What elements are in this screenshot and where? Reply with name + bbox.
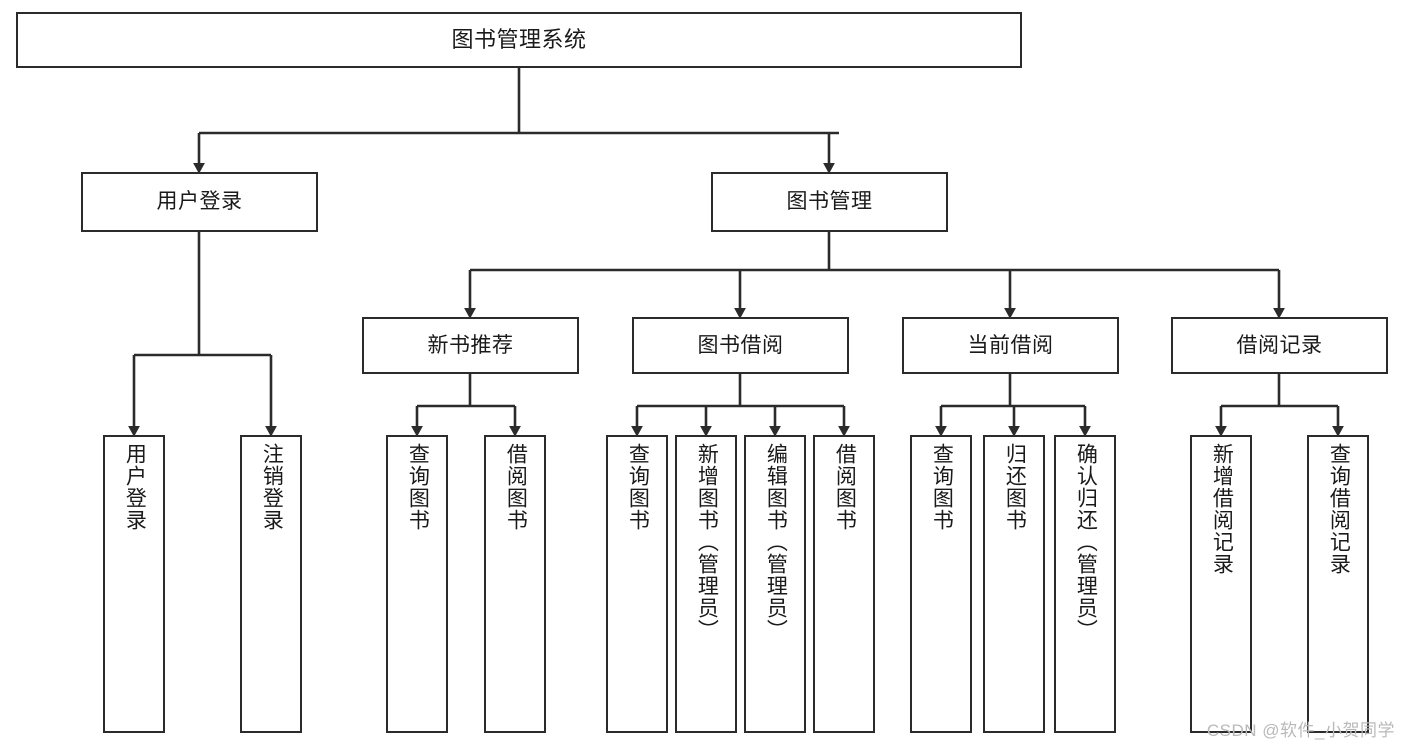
node-leaf-query-book-rec[interactable]: 查询图书 [386, 435, 448, 733]
node-leaf-return-book[interactable]: 归还图书 [983, 435, 1045, 733]
node-leaf-edit-book-admin[interactable]: 编辑图书（管理员） [744, 435, 806, 733]
node-leaf-return-book-label: 归还图书 [1003, 443, 1027, 531]
node-leaf-user-login[interactable]: 用户登录 [103, 435, 165, 733]
node-borrow-record-label: 借阅记录 [1236, 333, 1323, 357]
node-leaf-confirm-return-admin[interactable]: 确认归还（管理员） [1054, 435, 1116, 733]
node-leaf-logout-label: 注销登录 [260, 443, 284, 531]
node-root-label: 图书管理系统 [451, 26, 587, 52]
csdn-watermark: CSDN @软件_小贺同学 [1206, 721, 1395, 740]
node-leaf-user-login-label: 用户登录 [123, 443, 147, 531]
node-leaf-query-book-rec-label: 查询图书 [406, 443, 430, 531]
node-root[interactable]: 图书管理系统 [16, 12, 1022, 68]
node-leaf-add-borrow-record[interactable]: 新增借阅记录 [1190, 435, 1252, 733]
node-book-borrow-label: 图书借阅 [697, 333, 784, 357]
node-new-book-recommend-label: 新书推荐 [427, 333, 514, 357]
node-leaf-add-book-admin[interactable]: 新增图书（管理员） [675, 435, 737, 733]
node-leaf-query-borrow-record-label: 查询借阅记录 [1327, 443, 1351, 575]
node-book-borrow[interactable]: 图书借阅 [632, 317, 849, 374]
node-user-login[interactable]: 用户登录 [81, 172, 318, 232]
node-borrow-record[interactable]: 借阅记录 [1171, 317, 1388, 374]
node-leaf-add-borrow-record-label: 新增借阅记录 [1210, 443, 1234, 575]
node-user-login-label: 用户登录 [156, 190, 243, 214]
node-current-borrow-label: 当前借阅 [967, 333, 1054, 357]
node-leaf-query-book-cur[interactable]: 查询图书 [910, 435, 972, 733]
node-current-borrow[interactable]: 当前借阅 [902, 317, 1119, 374]
node-leaf-query-book-borrow[interactable]: 查询图书 [606, 435, 668, 733]
node-leaf-borrow-book-label: 借阅图书 [833, 443, 857, 531]
node-new-book-recommend[interactable]: 新书推荐 [362, 317, 579, 374]
node-leaf-borrow-book-rec-label: 借阅图书 [504, 443, 528, 531]
node-leaf-borrow-book[interactable]: 借阅图书 [813, 435, 875, 733]
node-leaf-confirm-return-admin-label: 确认归还（管理员） [1074, 443, 1098, 641]
node-book-manage-label: 图书管理 [786, 190, 873, 214]
node-leaf-edit-book-admin-label: 编辑图书（管理员） [764, 443, 788, 641]
node-leaf-query-book-borrow-label: 查询图书 [626, 443, 650, 531]
node-leaf-query-book-cur-label: 查询图书 [930, 443, 954, 531]
node-leaf-logout[interactable]: 注销登录 [240, 435, 302, 733]
node-book-manage[interactable]: 图书管理 [711, 172, 948, 232]
node-leaf-borrow-book-rec[interactable]: 借阅图书 [484, 435, 546, 733]
node-leaf-query-borrow-record[interactable]: 查询借阅记录 [1307, 435, 1369, 733]
node-leaf-add-book-admin-label: 新增图书（管理员） [695, 443, 719, 641]
